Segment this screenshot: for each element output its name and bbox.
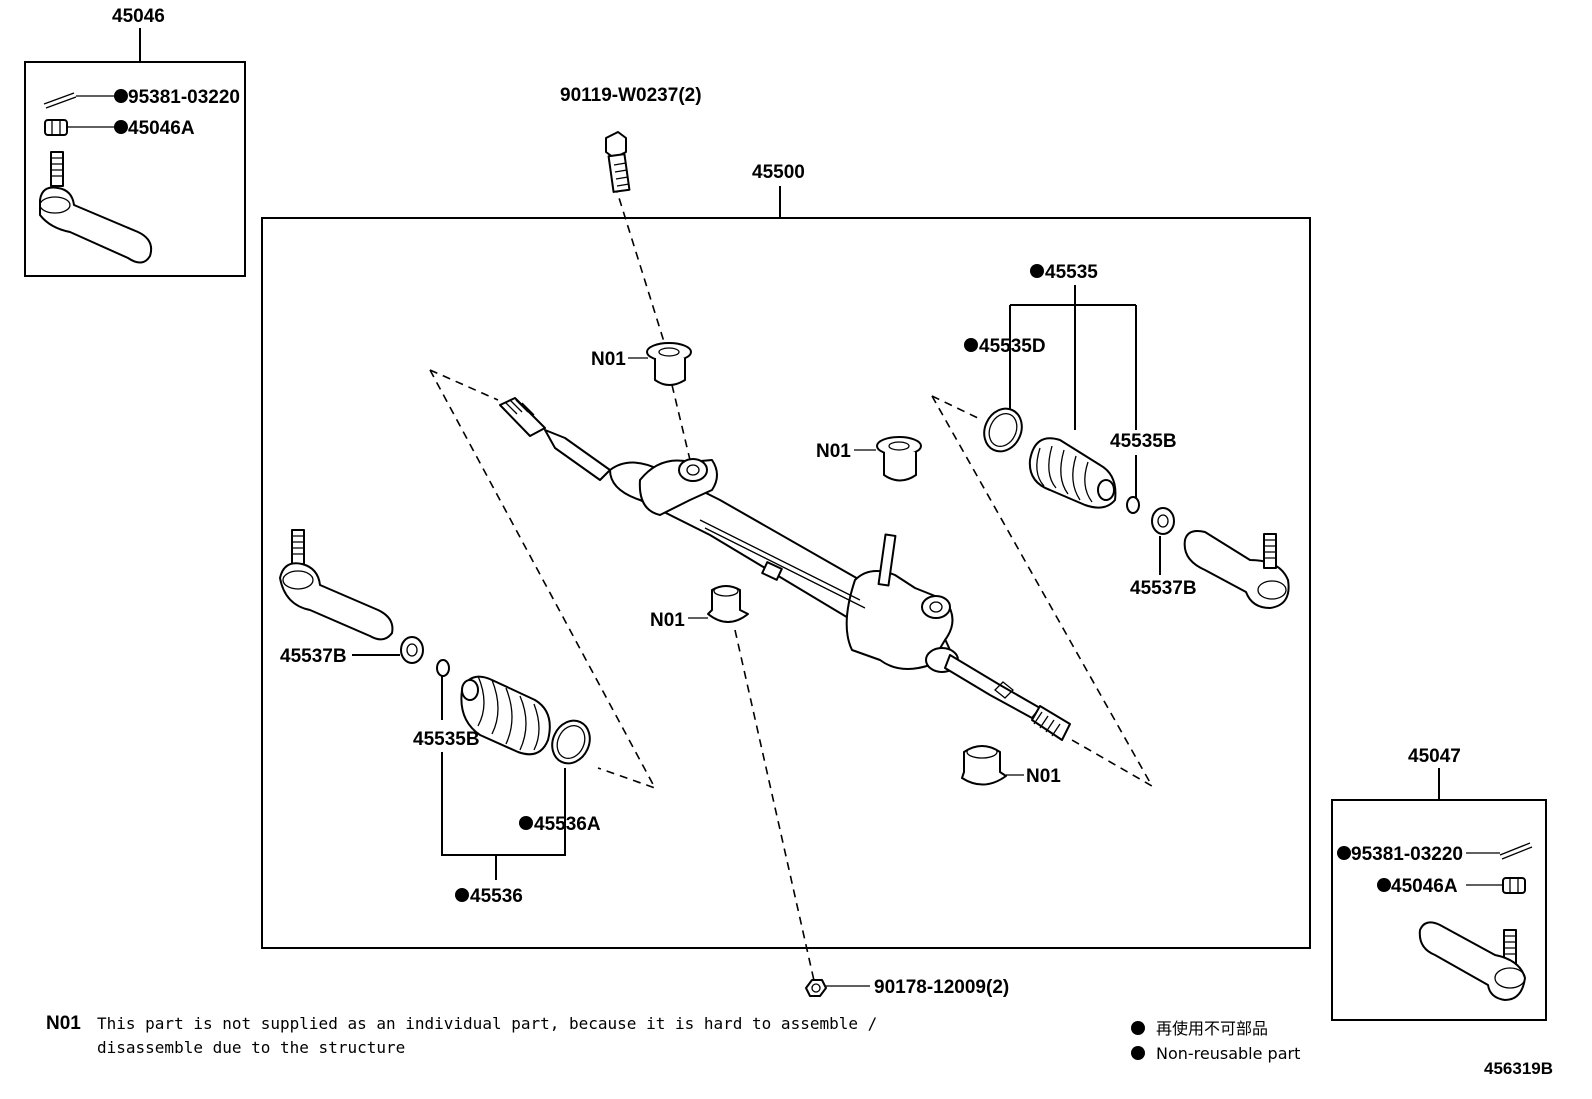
nut-icon: [805, 979, 870, 997]
n01-bottom-label: N01: [1026, 766, 1061, 787]
kit-left-label: 45046: [112, 6, 165, 27]
clip-left-label: 45535B: [413, 729, 480, 750]
nut-left-label: 45046A: [128, 118, 195, 139]
note-line-2: disassemble due to the structure: [97, 1038, 405, 1057]
clamp-ring-icon: [551, 719, 591, 765]
n01-low-label: N01: [650, 610, 685, 631]
clip-right-label: 45535B: [1110, 431, 1177, 452]
nut-label: 90178-12009(2): [874, 977, 1009, 998]
castle-nut-icon: [1466, 877, 1526, 894]
boot-icon: [1028, 437, 1117, 509]
cotter-pin-icon: [43, 92, 114, 109]
bushing-icon: [628, 342, 692, 386]
kit-box-left: [24, 61, 246, 277]
cotter-pin-right-label: 95381-03220: [1351, 844, 1463, 865]
castle-nut-icon: [44, 119, 114, 136]
boot-kit-left-label: 45536: [470, 886, 523, 907]
assembly-label: 45500: [752, 162, 805, 183]
assembly-box: [261, 217, 1311, 949]
bushing-icon: [688, 585, 749, 623]
clamp-right-label: 45535D: [979, 336, 1046, 357]
clamp-left-label: 45536A: [534, 814, 601, 835]
figure-id: 456319B: [1484, 1059, 1553, 1078]
cotter-pin-icon: [1466, 842, 1533, 860]
n01-mid-label: N01: [816, 441, 851, 462]
bolt-icon: [605, 131, 631, 193]
tie-rod-end-icon: [1183, 530, 1290, 609]
clip-icon: [436, 659, 450, 677]
lock-nut-icon: [400, 636, 424, 664]
clamp-ring-icon: [983, 407, 1023, 453]
bushing-icon: [961, 745, 1024, 786]
lock-nut-right-label: 45537B: [1130, 578, 1197, 599]
nut-right-label: 45046A: [1391, 876, 1458, 897]
boot-kit-right-label: 45535: [1045, 262, 1098, 283]
cotter-pin-left-label: 95381-03220: [128, 87, 240, 108]
note-line-1: This part is not supplied as an individu…: [97, 1014, 877, 1033]
legend-japanese: 再使用不可部品: [1156, 1019, 1268, 1038]
legend-english: Non-reusable part: [1156, 1044, 1300, 1063]
lock-nut-icon: [1151, 507, 1175, 535]
bushing-icon: [854, 436, 922, 482]
clip-icon: [1126, 496, 1140, 514]
boot-icon: [460, 675, 551, 756]
lock-nut-left-label: 45537B: [280, 646, 347, 667]
tie-rod-end-icon: [279, 529, 394, 641]
kit-right-label: 45047: [1408, 746, 1461, 767]
note-code: N01: [46, 1013, 81, 1034]
bolt-label: 90119-W0237(2): [560, 85, 702, 106]
tie-rod-end-icon: [39, 151, 153, 264]
n01-top-label: N01: [591, 349, 626, 370]
tie-rod-end-icon: [1418, 921, 1526, 1001]
steering-rack-icon: [499, 397, 1071, 741]
